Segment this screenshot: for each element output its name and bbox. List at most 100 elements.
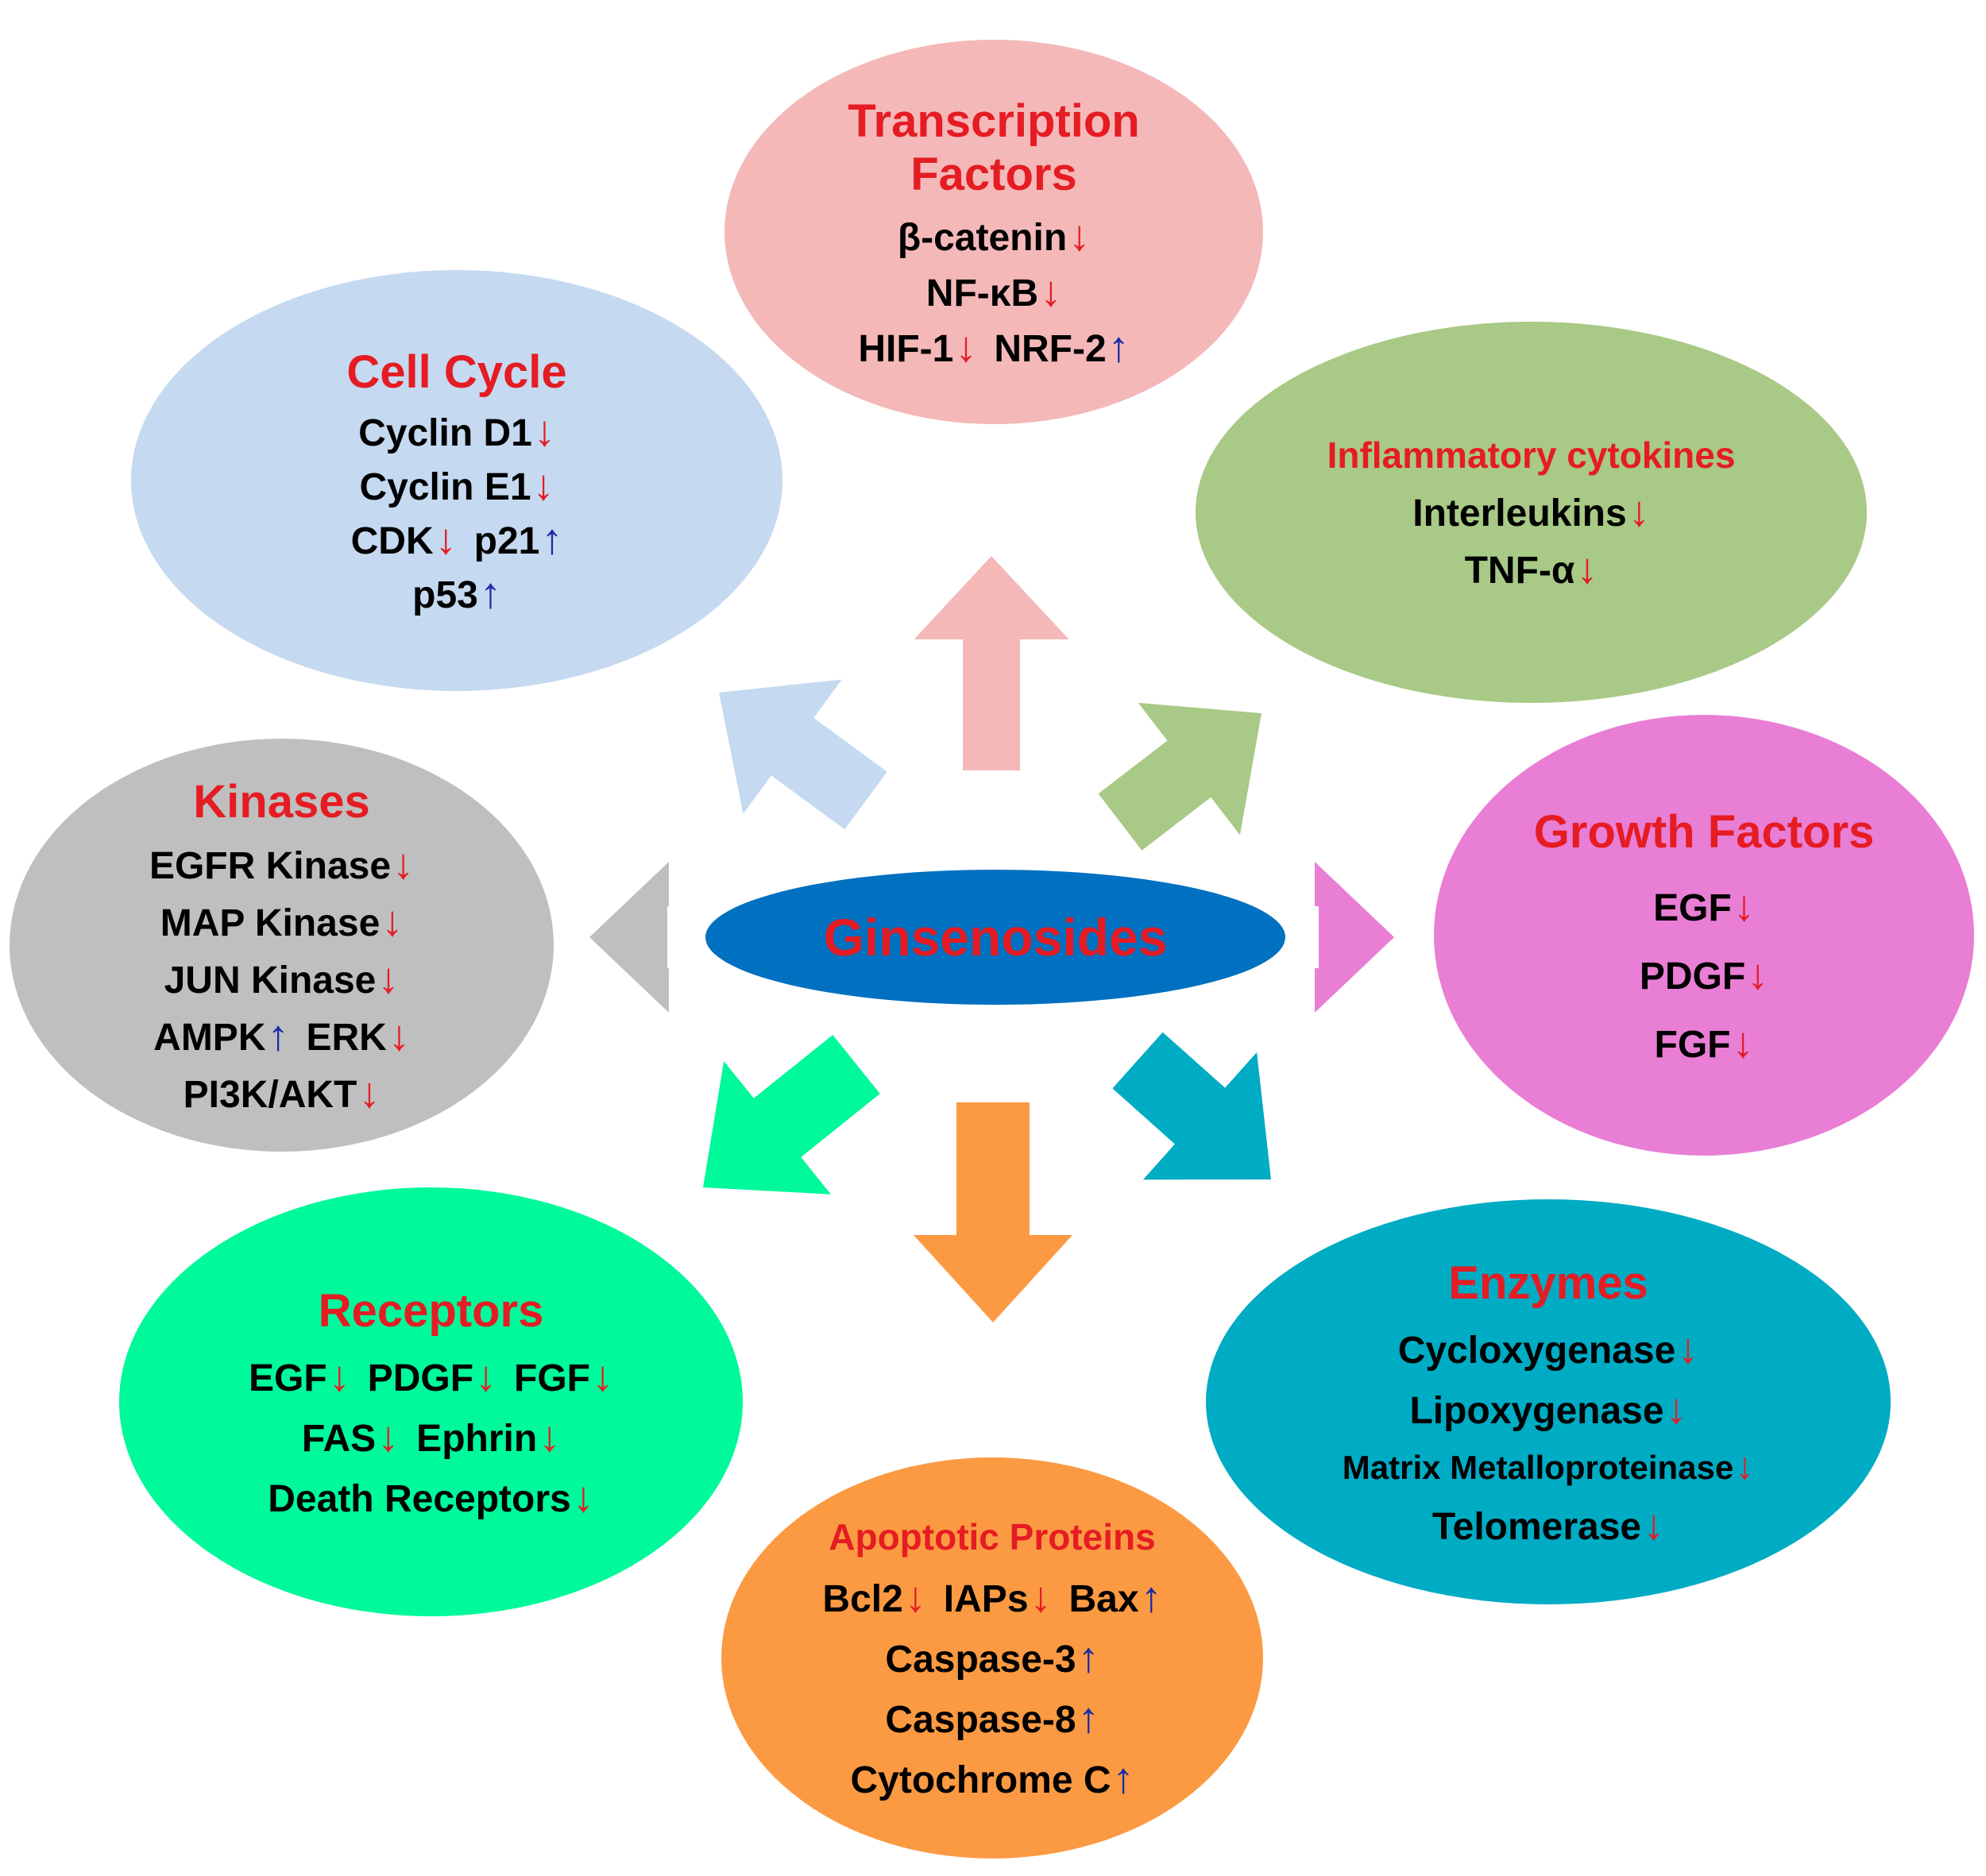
up-arrow-icon: ↑ <box>479 569 501 618</box>
receptors-row: FAS↓Ephrin↓ <box>302 1415 560 1458</box>
kinases-row: EGFR Kinase↓ <box>149 843 414 886</box>
receptors-row: EGF↓PDGF↓FGF↓ <box>249 1355 613 1398</box>
marker-bax: Bax <box>1068 1577 1139 1620</box>
down-arrow-icon: ↓ <box>392 840 415 889</box>
apoptotic-title: Apoptotic Proteins <box>829 1516 1156 1558</box>
marker-fgf: FGF <box>514 1357 590 1400</box>
down-arrow-icon: ↓ <box>539 1413 561 1461</box>
up-arrow-icon: ↑ <box>1077 1633 1099 1681</box>
marker-matrix-metalloproteinase: Matrix Metalloproteinase <box>1342 1449 1734 1487</box>
down-arrow-icon: ↓ <box>377 1413 400 1461</box>
cellcycle-row: Cyclin E1↓ <box>359 464 554 507</box>
down-arrow-icon: ↓ <box>377 955 400 1003</box>
kinases-title: Kinases <box>193 775 370 828</box>
up-arrow-icon: ↑ <box>541 515 563 564</box>
cellcycle-row: Cyclin D1↓ <box>358 410 555 453</box>
down-arrow-icon: ↓ <box>1733 882 1755 930</box>
growth-row: FGF↓ <box>1655 1021 1754 1064</box>
growth-title: Growth Factors <box>1533 806 1875 859</box>
marker-interleukins: Interleukins <box>1412 492 1627 535</box>
enzymes-row: Telomerase↓ <box>1432 1504 1664 1546</box>
marker-tnf: TNF-α <box>1464 550 1575 593</box>
marker-jun-kinase: JUN Kinase <box>164 959 377 1002</box>
arrow-to-apoptotic-proteins <box>914 1102 1072 1322</box>
marker-caspase-8: Caspase-8 <box>885 1698 1076 1741</box>
marker-cycloxygenase: Cycloxygenase <box>1397 1330 1676 1372</box>
inflammatory-row: TNF-α↓ <box>1465 547 1598 590</box>
cellcycle-title: Cell Cycle <box>346 345 567 398</box>
marker-ephrin: Ephrin <box>416 1418 538 1461</box>
growth-row: PDGF↓ <box>1640 953 1768 996</box>
marker-caspase-3: Caspase-3 <box>885 1638 1076 1681</box>
up-arrow-icon: ↑ <box>1140 1573 1162 1621</box>
enzymes-row: Cycloxygenase↓ <box>1398 1327 1699 1370</box>
down-arrow-icon: ↓ <box>381 897 404 946</box>
marker-bcl2: Bcl2 <box>822 1577 903 1620</box>
down-arrow-icon: ↓ <box>1735 1446 1755 1488</box>
enzymes-row: Lipoxygenase↓ <box>1409 1388 1687 1430</box>
marker-pdgf: PDGF <box>367 1357 474 1400</box>
down-arrow-icon: ↓ <box>592 1353 613 1401</box>
marker-erk: ERK <box>306 1017 387 1060</box>
down-arrow-icon: ↓ <box>1040 267 1062 315</box>
arrow-to-transcription-factors <box>914 556 1069 770</box>
marker-nf-b: NF-κB <box>925 272 1039 315</box>
marker-pi3k-akt: PI3K/AKT <box>183 1074 357 1117</box>
down-arrow-icon: ↓ <box>533 407 555 456</box>
down-arrow-icon: ↓ <box>1030 1573 1052 1621</box>
kinases-row: PI3K/AKT↓ <box>184 1071 381 1114</box>
marker-cdk: CDK <box>350 520 434 563</box>
down-arrow-icon: ↓ <box>328 1353 350 1401</box>
marker-fgf: FGF <box>1654 1023 1731 1066</box>
kinases-row: AMPK↑ ERK↓ <box>153 1014 410 1057</box>
growth-row: EGF↓ <box>1653 885 1755 928</box>
arrow-to-inflammatory-cytokines <box>1098 702 1262 851</box>
down-arrow-icon: ↓ <box>1628 488 1650 536</box>
marker-hif-1: HIF-1 <box>858 327 954 370</box>
apoptotic-row: Bcl2↓IAPs↓Bax↑ <box>822 1576 1161 1619</box>
marker-pdgf: PDGF <box>1639 955 1746 998</box>
enzymes-title: Enzymes <box>1448 1256 1648 1309</box>
marker-iaps: IAPs <box>943 1577 1029 1620</box>
marker-telomerase: Telomerase <box>1432 1506 1642 1549</box>
receptors-title: Receptors <box>318 1284 544 1337</box>
arrow-to-cell-cycle <box>719 679 887 830</box>
down-arrow-icon: ↓ <box>388 1012 410 1060</box>
down-arrow-icon: ↓ <box>532 461 554 510</box>
marker-catenin: β-catenin <box>897 216 1068 259</box>
down-arrow-icon: ↓ <box>1677 1325 1699 1373</box>
inflammatory-title: Inflammatory cytokines <box>1327 434 1736 476</box>
transcription-row: NF-κB↓ <box>926 270 1061 313</box>
transcription-title: Transcription Factors <box>848 95 1140 200</box>
down-arrow-icon: ↓ <box>435 515 457 564</box>
marker-ampk: AMPK <box>153 1017 266 1060</box>
up-arrow-icon: ↑ <box>1112 1754 1134 1802</box>
marker-nrf-2: NRF-2 <box>994 327 1107 370</box>
arrow-to-kinases <box>589 862 669 1013</box>
arrow-to-receptors <box>703 1035 880 1195</box>
marker-cyclin-d1: Cyclin D1 <box>358 412 532 455</box>
marker-egfr-kinase: EGFR Kinase <box>149 845 392 888</box>
down-arrow-icon: ↓ <box>1747 950 1769 998</box>
arrow-to-growth-factors <box>1315 862 1394 1013</box>
down-arrow-icon: ↓ <box>475 1353 497 1401</box>
marker-fas: FAS <box>301 1418 377 1461</box>
marker-death-receptors: Death Receptors <box>268 1478 571 1521</box>
transcription-row: β-catenin↓ <box>898 214 1090 257</box>
up-arrow-icon: ↑ <box>1077 1693 1099 1742</box>
marker-cyclin-e1: Cyclin E1 <box>359 466 531 509</box>
apoptotic-row: Caspase-3↑ <box>885 1636 1099 1679</box>
down-arrow-icon: ↓ <box>904 1573 926 1621</box>
receptors-row: Death Receptors↓ <box>268 1476 593 1519</box>
up-arrow-icon: ↑ <box>267 1012 289 1060</box>
marker-p21: p21 <box>473 520 540 563</box>
down-arrow-icon: ↓ <box>1665 1385 1687 1434</box>
marker-map-kinase: MAP Kinase <box>160 902 381 945</box>
